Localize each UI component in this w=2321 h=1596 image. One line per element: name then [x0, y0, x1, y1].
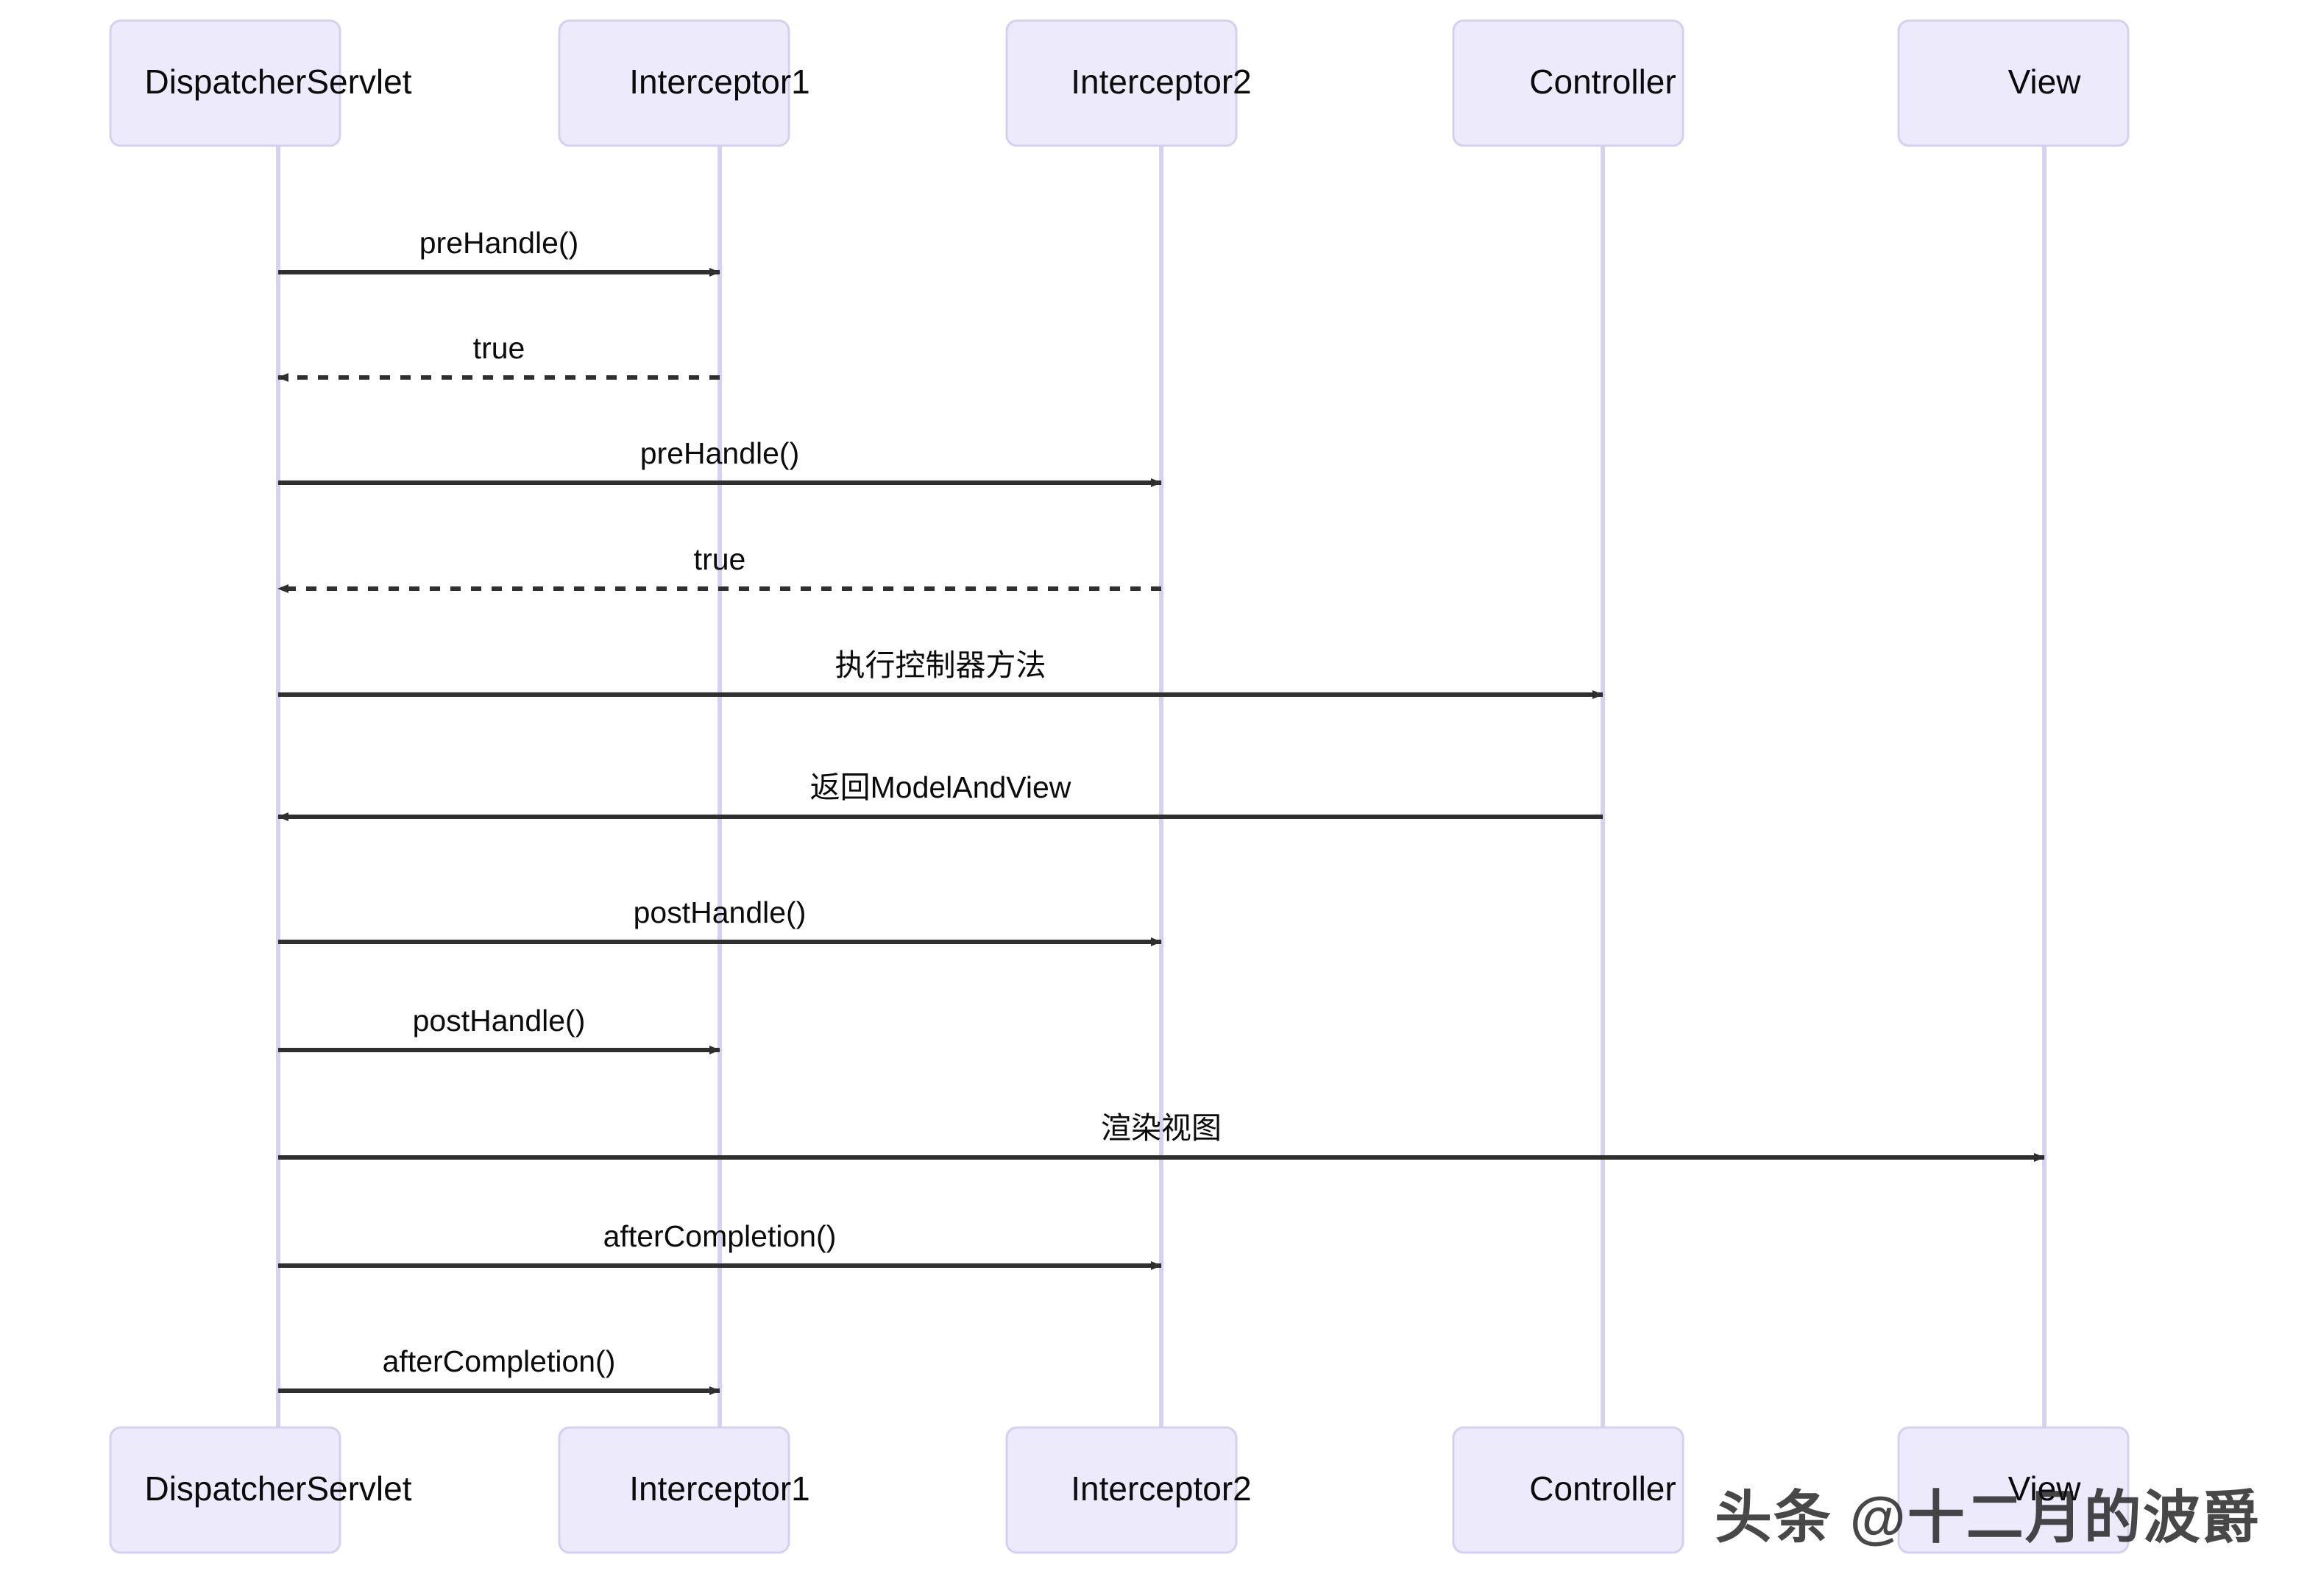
message-label-9: 渲染视图	[1101, 1111, 1222, 1145]
participant-label-controller: Controller	[1529, 63, 1676, 101]
message-7: postHandle()	[278, 895, 1162, 946]
participant-box-interceptor2-bottom[interactable]: Interceptor2	[1005, 1426, 1252, 1554]
participant-label-dispatcher: DispatcherServlet	[144, 63, 411, 101]
message-label-5: 执行控制器方法	[835, 648, 1046, 682]
participant-box-view-bottom[interactable]: View	[1897, 1426, 2130, 1554]
participant-box-dispatcher-bottom[interactable]: DispatcherServlet	[109, 1426, 412, 1554]
message-11: afterCompletion()	[278, 1344, 720, 1395]
message-label-2: true	[473, 331, 525, 365]
participant-label-interceptor2: Interceptor2	[1071, 1469, 1251, 1508]
message-10: afterCompletion()	[278, 1219, 1162, 1270]
message-6: 返回ModelAndView	[277, 770, 1603, 821]
participant-label-interceptor2: Interceptor2	[1071, 63, 1251, 101]
message-label-8: postHandle()	[413, 1004, 586, 1038]
message-label-4: true	[694, 542, 746, 576]
messages-group: preHandle() true preHandle() true 执行控制器方法返回M…	[277, 226, 2045, 1395]
message-5: 执行控制器方法	[278, 648, 1604, 699]
participant-label-controller: Controller	[1529, 1469, 1676, 1508]
message-label-6: 返回ModelAndView	[810, 770, 1071, 804]
participant-box-view-top[interactable]: View	[1897, 19, 2130, 147]
participant-box-interceptor1-top[interactable]: Interceptor1	[558, 19, 810, 147]
message-9: 渲染视图	[278, 1111, 2045, 1162]
message-1: preHandle()	[278, 226, 720, 277]
lifelines-group	[276, 146, 2047, 1427]
participant-boxes-bottom: DispatcherServlet Interceptor1 Interceptor…	[109, 1426, 2130, 1554]
participant-label-interceptor1: Interceptor1	[629, 63, 809, 101]
participant-box-dispatcher-top[interactable]: DispatcherServlet	[109, 19, 412, 147]
participant-label-view: View	[2008, 63, 2082, 101]
participant-label-view: View	[2008, 1469, 2082, 1508]
participant-box-controller-top[interactable]: Controller	[1452, 19, 1684, 147]
participant-box-interceptor2-top[interactable]: Interceptor2	[1005, 19, 1252, 147]
message-3: preHandle()	[278, 436, 1162, 487]
message-label-10: afterCompletion()	[603, 1219, 837, 1253]
participant-box-interceptor1-bottom[interactable]: Interceptor1	[558, 1426, 810, 1554]
participant-label-dispatcher: DispatcherServlet	[144, 1469, 411, 1508]
participant-label-interceptor1: Interceptor1	[629, 1469, 809, 1508]
message-label-1: preHandle()	[419, 226, 579, 260]
message-label-11: afterCompletion()	[383, 1344, 616, 1378]
message-8: postHandle()	[278, 1004, 720, 1054]
participant-box-controller-bottom[interactable]: Controller	[1452, 1426, 1684, 1554]
message-2: true	[277, 331, 720, 382]
message-4: true	[277, 542, 1161, 593]
message-label-7: postHandle()	[634, 895, 807, 929]
message-label-3: preHandle()	[640, 436, 800, 470]
participant-boxes-top: DispatcherServlet Interceptor1 Interceptor…	[109, 19, 2130, 147]
